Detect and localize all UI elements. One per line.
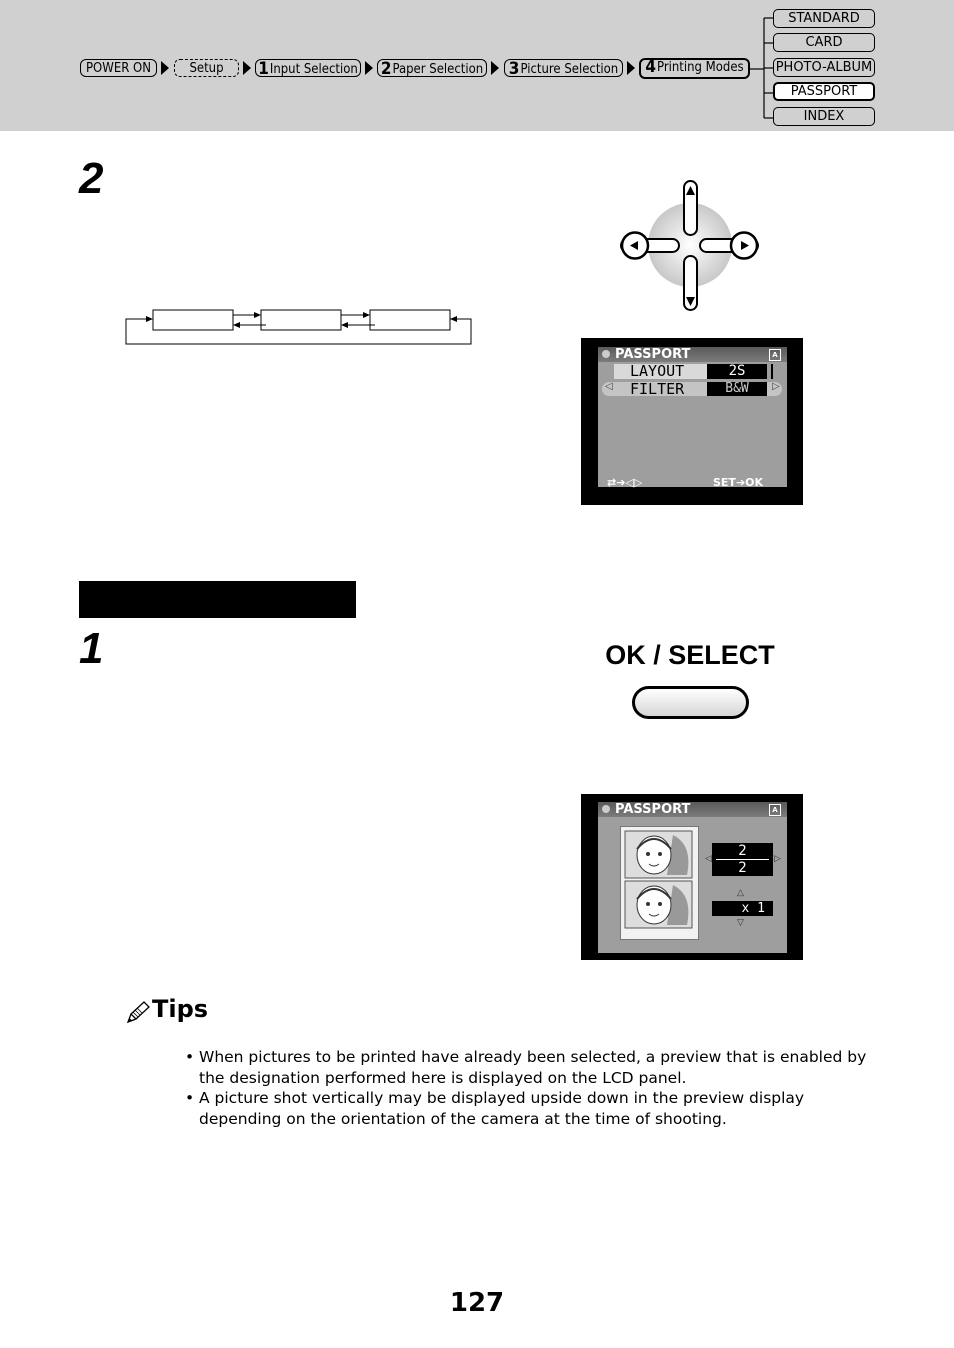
step-number-1: 1 bbox=[79, 624, 104, 673]
layout-label: LAYOUT bbox=[614, 364, 707, 379]
lcd-title: PASSPORT bbox=[615, 802, 691, 817]
mode-tree-connector bbox=[750, 17, 773, 119]
lcd-title-bar: PASSPORT A bbox=[598, 802, 787, 817]
mode-card: CARD bbox=[773, 33, 875, 52]
lcd-screen-preview: PASSPORT A bbox=[581, 794, 803, 960]
step-label: Paper Selection bbox=[392, 62, 484, 77]
paper-size-icon: A bbox=[769, 804, 781, 816]
step-number: 4 bbox=[645, 57, 656, 77]
cycle-diagram bbox=[125, 309, 472, 345]
section-heading-bar bbox=[79, 581, 356, 618]
breadcrumb-input-selection: 1Input Selection bbox=[255, 59, 361, 79]
dpad-icon bbox=[620, 180, 759, 311]
step-label: Printing Modes bbox=[657, 60, 744, 75]
arrow-right-icon bbox=[365, 61, 373, 75]
lcd-title-bar: PASSPORT A bbox=[598, 347, 787, 362]
tip-item: When pictures to be printed have already… bbox=[185, 1047, 885, 1088]
mode-standard: STANDARD bbox=[773, 9, 875, 28]
paper-size-icon: A bbox=[769, 349, 781, 361]
tips-list: When pictures to be printed have already… bbox=[185, 1047, 885, 1129]
breadcrumb-picture-selection: 3Picture Selection bbox=[504, 59, 623, 79]
left-arrow-icon: ◁ bbox=[705, 853, 712, 863]
lcd-dot-icon bbox=[602, 350, 610, 358]
page-number: 127 bbox=[449, 1288, 505, 1318]
lcd-screen-settings: PASSPORT A LAYOUT 2S ◁ FILTER B&W ▷ ⇄➔◁▷… bbox=[581, 338, 803, 505]
pencil-icon bbox=[126, 1001, 150, 1024]
copies-value: x 1 bbox=[712, 901, 773, 916]
right-arrow-icon: ▷ bbox=[772, 381, 780, 392]
lcd-footer-right: SET➔OK bbox=[713, 476, 764, 489]
step-number: 1 bbox=[258, 59, 269, 79]
tips-heading: Tips bbox=[152, 995, 209, 1023]
up-arrow-icon: △ bbox=[737, 887, 744, 897]
step-number-2: 2 bbox=[79, 154, 104, 203]
step-label: Input Selection bbox=[269, 62, 358, 77]
arrow-right-icon bbox=[161, 61, 169, 75]
lcd-footer-left: ⇄➔◁▷ bbox=[607, 476, 643, 489]
left-arrow-icon: ◁ bbox=[605, 381, 613, 392]
arrow-right-icon bbox=[627, 61, 635, 75]
step-label: Picture Selection bbox=[520, 62, 619, 77]
step-number: 3 bbox=[508, 59, 520, 79]
ok-select-label: OK / SELECT bbox=[605, 640, 775, 670]
step-number: 2 bbox=[380, 59, 392, 79]
lcd-dot-icon bbox=[602, 805, 610, 813]
mode-index: INDEX bbox=[773, 107, 875, 126]
breadcrumb-setup: Setup bbox=[174, 59, 239, 77]
filter-value: B&W bbox=[707, 382, 767, 396]
layout-value: 2S bbox=[707, 364, 767, 379]
portrait-face-icon bbox=[624, 830, 693, 929]
lcd-title: PASSPORT bbox=[615, 347, 691, 362]
breadcrumb-paper-selection: 2Paper Selection bbox=[377, 59, 487, 79]
mode-photo-album: PHOTO-ALBUM bbox=[773, 58, 875, 77]
count-top: 2 bbox=[738, 843, 747, 859]
filter-label: FILTER bbox=[630, 380, 685, 398]
layout-count: 2 2 bbox=[712, 843, 773, 876]
right-arrow-icon: ▷ bbox=[774, 853, 781, 863]
mode-passport: PASSPORT bbox=[773, 82, 875, 101]
arrow-right-icon bbox=[243, 61, 251, 75]
print-preview-sheet bbox=[620, 826, 699, 940]
scrollbar-marker bbox=[771, 364, 773, 379]
ok-select-button bbox=[632, 686, 749, 719]
arrow-right-icon bbox=[491, 61, 499, 75]
down-arrow-icon: ▽ bbox=[737, 917, 744, 927]
tip-item: A picture shot vertically may be display… bbox=[185, 1088, 885, 1129]
count-bottom: 2 bbox=[716, 859, 769, 876]
breadcrumb-power-on: POWER ON bbox=[80, 59, 157, 77]
breadcrumb-printing-modes: 4Printing Modes bbox=[639, 58, 750, 79]
